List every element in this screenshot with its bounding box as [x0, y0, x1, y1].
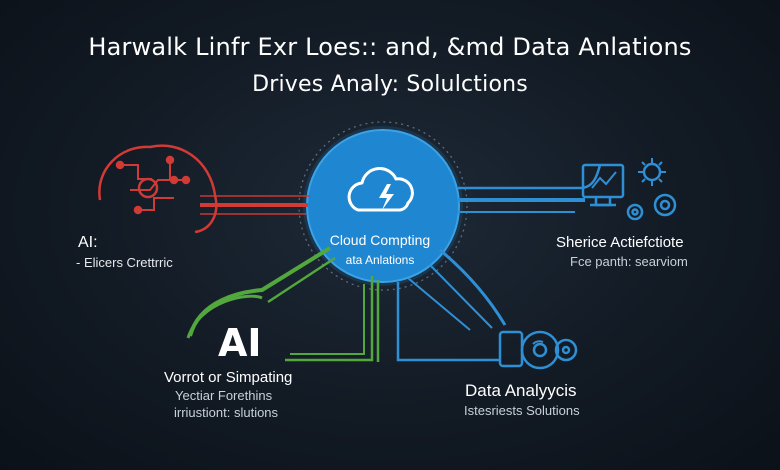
brain-circuit-icon [98, 144, 218, 234]
connector-data-bottom-right [396, 248, 507, 362]
ai-bottom-big-text: AI [218, 321, 262, 365]
service-right-title: Sherice Actiefctiote [556, 234, 684, 251]
center-node-label-line-2: ata Anlations [345, 253, 415, 267]
ai-bottom-line-3: irriustiont: slutions [174, 405, 279, 420]
ai-bottom-line-2: Yectiar Forethins [175, 388, 273, 403]
connector-ai-left [200, 195, 310, 215]
ai-bottom-title: Vorrot or Simpating [164, 369, 293, 386]
ai-left-title: AI: [78, 234, 98, 251]
orbit-ring [298, 121, 468, 291]
data-bottom-right-title: Data Analyycis [465, 381, 577, 400]
ai-bottom-arc [186, 294, 263, 339]
data-bottom-right-subtitle: Istesriests Solutions [464, 403, 580, 418]
cloud-lightning-icon [347, 167, 414, 212]
ai-left-subtitle: - Elicers Crettrric [76, 255, 173, 270]
diagram-title-line-1: Harwalk Linfr Exr Loes:: and, &md Data A… [88, 33, 692, 61]
connector-service-right [458, 164, 602, 213]
center-node-label-line-1: Cloud Compting [329, 232, 431, 248]
monitor-gears-icon [581, 158, 677, 221]
diagram-title-line-2: Drives Analy: Solulctions [252, 72, 528, 97]
devices-disc-icon [498, 330, 578, 370]
service-right-subtitle: Fce panth: searviom [570, 254, 688, 269]
